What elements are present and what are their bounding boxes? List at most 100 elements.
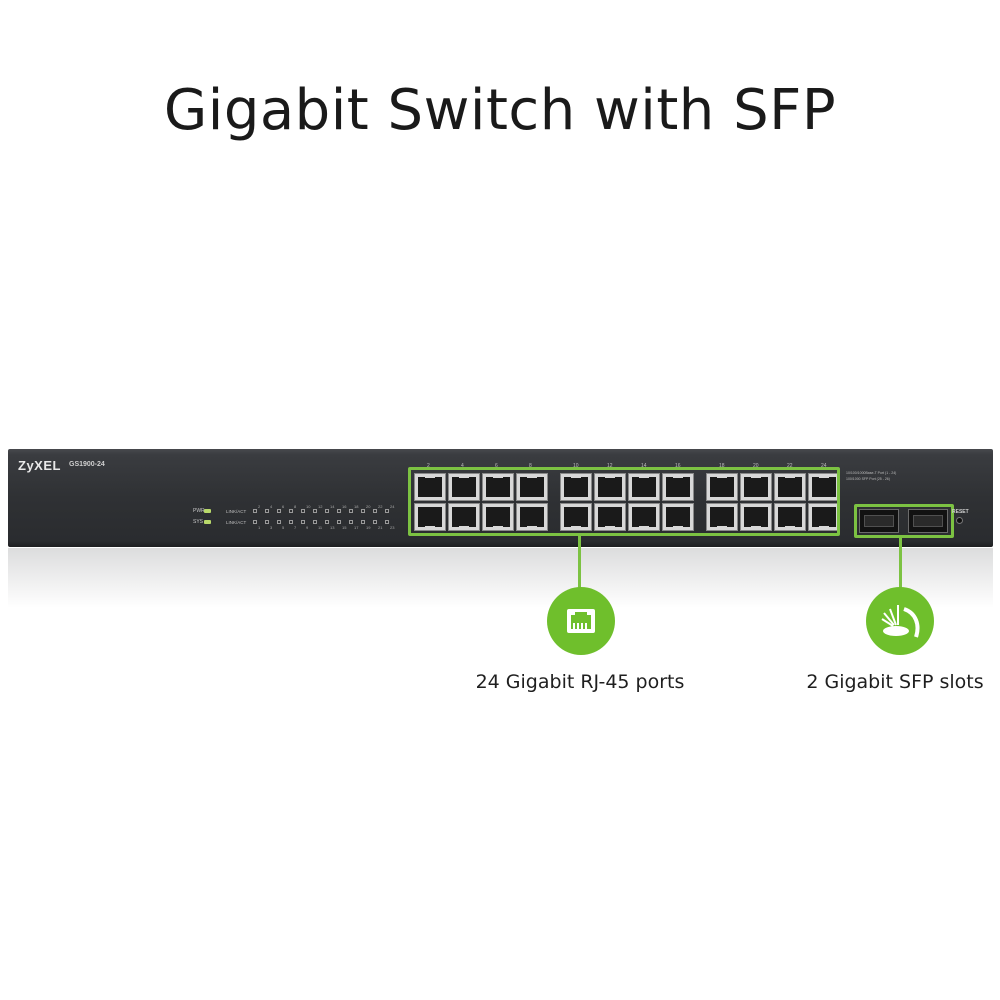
led-number-bottom: 9 <box>306 525 309 530</box>
led-number-top: 4 <box>270 504 273 509</box>
port-led <box>361 509 365 513</box>
port-led <box>325 509 329 513</box>
port-led <box>253 509 257 513</box>
port-number-top: 24 <box>821 463 827 469</box>
rj45-callout-label: 24 Gigabit RJ-45 ports <box>475 671 685 693</box>
ethernet-port-icon <box>547 587 615 655</box>
rj45-port-15[interactable] <box>662 503 694 531</box>
port-led <box>301 520 305 524</box>
led-number-top: 14 <box>330 504 335 509</box>
reset-button[interactable] <box>956 517 963 524</box>
switch-chassis: ZyXEL GS1900-24 PWR SYS LINK/ACT LINK/AC… <box>8 449 993 547</box>
led-number-top: 2 <box>258 504 261 509</box>
led-number-bottom: 15 <box>342 525 347 530</box>
rj45-port-23[interactable] <box>808 503 840 531</box>
port-led <box>289 509 293 513</box>
rj45-port-13[interactable] <box>628 503 660 531</box>
led-number-bottom: 13 <box>330 525 335 530</box>
led-number-bottom: 5 <box>282 525 285 530</box>
link-act-label-bottom: LINK/ACT <box>226 520 247 525</box>
led-number-top: 18 <box>354 504 359 509</box>
port-led <box>277 509 281 513</box>
port-led <box>373 520 377 524</box>
port-led <box>277 520 281 524</box>
rj45-port-11[interactable] <box>594 503 626 531</box>
led-number-bottom: 1 <box>258 525 261 530</box>
led-number-top: 24 <box>390 504 395 509</box>
led-number-bottom: 19 <box>366 525 371 530</box>
led-number-top: 20 <box>366 504 371 509</box>
port-number-top: 18 <box>719 463 725 469</box>
rj45-port-5[interactable] <box>482 503 514 531</box>
port-number-top: 6 <box>495 463 498 469</box>
led-number-top: 16 <box>342 504 347 509</box>
port-led <box>253 520 257 524</box>
port-led <box>265 520 269 524</box>
rj45-port-2[interactable] <box>414 473 446 501</box>
rj45-port-4[interactable] <box>448 473 480 501</box>
port-led <box>349 509 353 513</box>
led-number-bottom: 11 <box>318 525 323 530</box>
port-number-top: 10 <box>573 463 579 469</box>
port-led <box>337 509 341 513</box>
port-led <box>337 520 341 524</box>
sys-label: SYS <box>193 519 204 525</box>
reset-label: RESET <box>952 509 969 515</box>
sfp-callout-line <box>899 538 902 596</box>
led-number-bottom: 23 <box>390 525 395 530</box>
pwr-led <box>204 509 211 513</box>
sfp-info-line2: 100/1000 SFP Port (25 - 26) <box>846 477 890 481</box>
sfp-info-line1: 10/100/1000Base-T Port (1 - 24) <box>846 471 897 475</box>
rj45-port-14[interactable] <box>628 473 660 501</box>
port-led <box>373 509 377 513</box>
rj45-port-3[interactable] <box>448 503 480 531</box>
led-number-top: 12 <box>318 504 323 509</box>
rj45-port-22[interactable] <box>774 473 806 501</box>
sfp-callout-label: 2 Gigabit SFP slots <box>806 671 984 693</box>
rj45-port-17[interactable] <box>706 503 738 531</box>
sfp-slot-25[interactable] <box>859 509 899 533</box>
sys-led <box>204 520 211 524</box>
rj45-port-12[interactable] <box>594 473 626 501</box>
led-number-bottom: 21 <box>378 525 383 530</box>
rj45-port-9[interactable] <box>560 503 592 531</box>
rj45-port-7[interactable] <box>516 503 548 531</box>
link-act-label-top: LINK/ACT <box>226 509 247 514</box>
rj45-port-21[interactable] <box>774 503 806 531</box>
sfp-highlight-frame <box>854 504 954 538</box>
port-number-top: 2 <box>427 463 430 469</box>
sfp-slot-26[interactable] <box>908 509 948 533</box>
rj45-port-16[interactable] <box>662 473 694 501</box>
port-led <box>349 520 353 524</box>
port-number-top: 14 <box>641 463 647 469</box>
page-title: Gigabit Switch with SFP <box>163 78 837 143</box>
led-number-bottom: 7 <box>294 525 297 530</box>
pwr-label: PWR <box>193 508 205 514</box>
led-number-top: 10 <box>306 504 311 509</box>
rj45-port-6[interactable] <box>482 473 514 501</box>
rj45-port-20[interactable] <box>740 473 772 501</box>
rj45-port-8[interactable] <box>516 473 548 501</box>
port-led <box>325 520 329 524</box>
port-led <box>289 520 293 524</box>
led-number-top: 6 <box>282 504 285 509</box>
rj45-port-19[interactable] <box>740 503 772 531</box>
port-number-top: 8 <box>529 463 532 469</box>
rj45-port-24[interactable] <box>808 473 840 501</box>
led-number-top: 8 <box>294 504 297 509</box>
rj45-port-10[interactable] <box>560 473 592 501</box>
rj45-port-1[interactable] <box>414 503 446 531</box>
port-number-top: 4 <box>461 463 464 469</box>
port-led <box>313 509 317 513</box>
led-number-bottom: 3 <box>270 525 273 530</box>
port-number-top: 12 <box>607 463 613 469</box>
port-number-top: 20 <box>753 463 759 469</box>
port-led <box>361 520 365 524</box>
port-led <box>313 520 317 524</box>
port-number-top: 22 <box>787 463 793 469</box>
model-number: GS1900-24 <box>69 461 105 468</box>
rj45-port-18[interactable] <box>706 473 738 501</box>
brand-logo: ZyXEL <box>18 458 61 473</box>
port-led <box>301 509 305 513</box>
port-led <box>385 520 389 524</box>
